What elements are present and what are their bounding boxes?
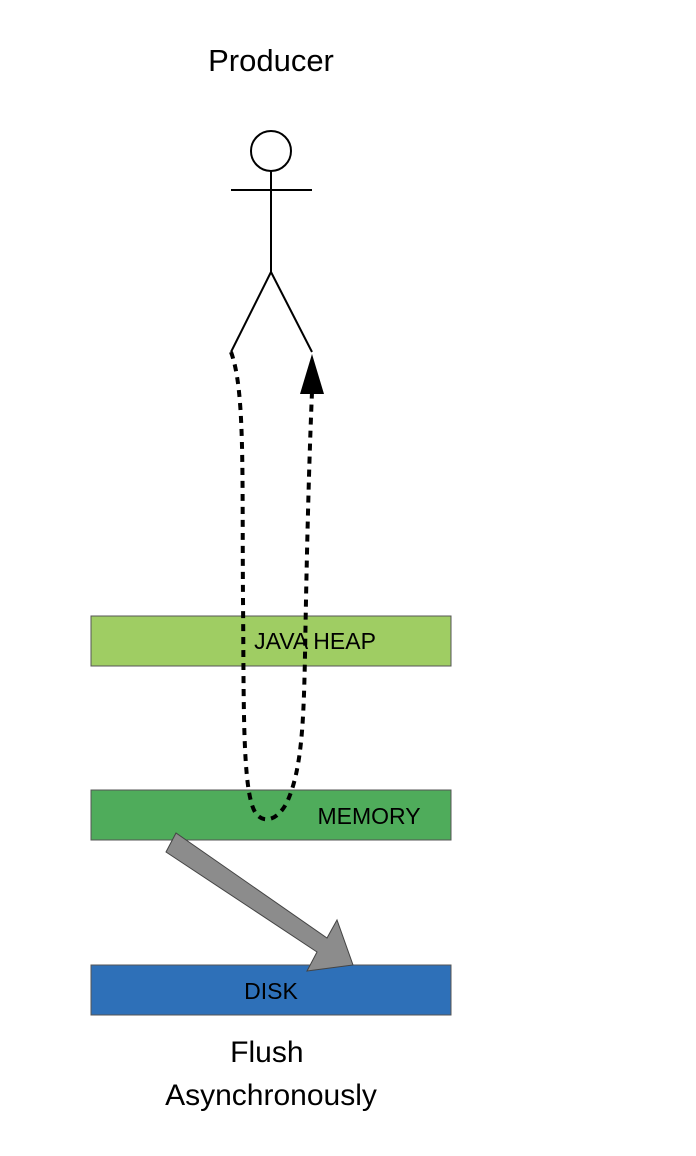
actor-head	[250, 130, 292, 172]
flush-caption: Flush Asynchronously	[165, 1036, 377, 1112]
return-arrowhead-icon	[300, 354, 324, 394]
memory-label: MEMORY	[317, 803, 420, 829]
memory-bar	[90, 789, 452, 841]
actor-right-leg	[270, 271, 313, 353]
disk-bar	[90, 964, 452, 1016]
flush-caption-line-2: Asynchronously	[165, 1079, 377, 1112]
java-heap-bar	[90, 615, 452, 667]
disk-label: DISK	[244, 978, 298, 1004]
round-trip-dashed-path	[229, 351, 314, 822]
producer-label: Producer	[208, 43, 334, 78]
actor-left-leg	[230, 271, 272, 353]
flush-caption-line-1: Flush	[230, 1036, 303, 1069]
java-heap-label: JAVA HEAP	[254, 628, 376, 654]
producer-actor-icon	[230, 130, 313, 353]
flush-arrow-icon	[165, 832, 354, 972]
